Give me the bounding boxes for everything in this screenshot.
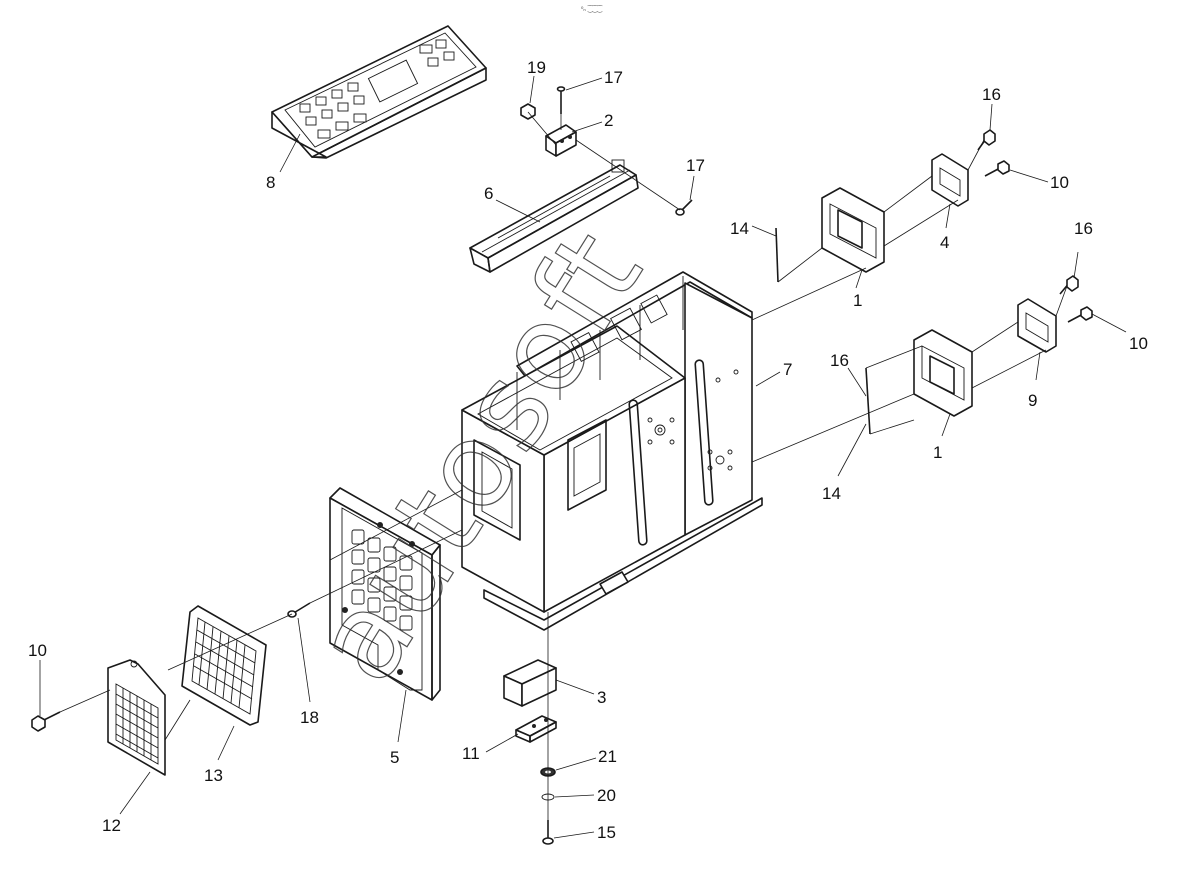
callout-12: 12	[102, 771, 151, 835]
callout-1-top: 1	[853, 269, 862, 310]
svg-text:10: 10	[1050, 173, 1069, 192]
svg-text:20: 20	[597, 786, 616, 805]
callout-15: 15	[553, 823, 616, 842]
callout-21: 21	[555, 747, 617, 771]
svg-text:5: 5	[390, 748, 399, 767]
assembly-lines-lower-right	[751, 285, 1068, 463]
part-10-bolt-left	[31, 711, 61, 732]
svg-text:17: 17	[604, 68, 623, 87]
header-mark: ⁰ₙ ⁐⁐⁐	[581, 6, 603, 13]
part-13-mesh-filter	[181, 605, 267, 726]
callout-2: 2	[571, 111, 613, 133]
part-1-frame-lower	[913, 329, 973, 417]
part-2-bracket	[545, 124, 577, 157]
svg-text:16: 16	[982, 85, 1001, 104]
part-10-bolt-upper	[984, 160, 1010, 177]
svg-text:12: 12	[102, 816, 121, 835]
callout-3: 3	[555, 679, 606, 707]
part-17-bolt-top	[556, 86, 566, 114]
part-1-frame-upper	[821, 187, 885, 273]
callout-18: 18	[297, 617, 319, 727]
callout-5: 5	[390, 689, 407, 767]
callout-11: 11	[462, 733, 519, 763]
svg-text:21: 21	[598, 747, 617, 766]
part-6-bracket-rail	[469, 159, 639, 273]
svg-text:10: 10	[1129, 334, 1148, 353]
part-10-bolt-lower	[1067, 306, 1093, 323]
callout-17-side: 17	[686, 156, 705, 201]
callout-8: 8	[266, 133, 301, 192]
part-16-bolt-lower	[1059, 275, 1079, 295]
assembly-lines-left	[59, 489, 463, 741]
svg-text:11: 11	[462, 744, 480, 763]
svg-text:15: 15	[597, 823, 616, 842]
part-4-cover	[931, 153, 969, 207]
part-7-housing	[461, 271, 763, 631]
callout-16-top: 16	[982, 85, 1001, 131]
svg-text:1: 1	[933, 443, 942, 462]
callout-14-lower: 14	[822, 423, 867, 503]
assembly-lines-upper-right	[751, 139, 985, 321]
svg-text:9: 9	[1028, 391, 1037, 410]
svg-text:1: 1	[853, 291, 862, 310]
svg-text:8: 8	[266, 173, 275, 192]
assembly-lines-upper	[527, 111, 681, 211]
callout-4: 4	[940, 203, 951, 252]
part-5-filter-frame	[329, 487, 441, 701]
callout-10-right: 10	[1091, 313, 1148, 353]
part-11-clip	[515, 715, 557, 743]
svg-text:16: 16	[830, 351, 849, 370]
svg-text:7: 7	[783, 360, 792, 379]
part-19-nut	[520, 103, 536, 120]
svg-text:16: 16	[1074, 219, 1093, 238]
callout-16-right: 16	[1073, 219, 1093, 279]
callout-13: 13	[204, 725, 235, 785]
callout-10-left: 10	[28, 641, 47, 716]
part-14-rod-lower	[865, 367, 871, 435]
callout-17-top: 17	[565, 68, 623, 91]
part-14-rod-upper	[775, 227, 779, 283]
callout-16-mid: 16	[830, 351, 867, 397]
svg-text:14: 14	[822, 484, 841, 503]
part-12-grille-cover	[107, 659, 166, 776]
callout-10-top: 10	[1009, 169, 1069, 192]
callout-14-top: 14	[730, 219, 777, 238]
svg-text:2: 2	[604, 111, 613, 130]
callout-1-lower: 1	[933, 413, 951, 462]
part-17-bolt-side	[675, 199, 693, 216]
svg-text:18: 18	[300, 708, 319, 727]
svg-text:4: 4	[940, 233, 949, 252]
callout-6: 6	[484, 184, 541, 223]
svg-text:14: 14	[730, 219, 749, 238]
svg-text:13: 13	[204, 766, 223, 785]
callout-7: 7	[755, 360, 792, 387]
svg-text:10: 10	[28, 641, 47, 660]
callout-19: 19	[527, 58, 546, 104]
callout-20: 20	[554, 786, 616, 805]
svg-text:6: 6	[484, 184, 493, 203]
svg-text:17: 17	[686, 156, 705, 175]
part-3-block	[503, 659, 557, 707]
svg-text:3: 3	[597, 688, 606, 707]
callout-9: 9	[1028, 351, 1041, 410]
part-8-control-panel	[271, 25, 487, 159]
part-9-cover	[1017, 298, 1057, 353]
svg-text:19: 19	[527, 58, 546, 77]
